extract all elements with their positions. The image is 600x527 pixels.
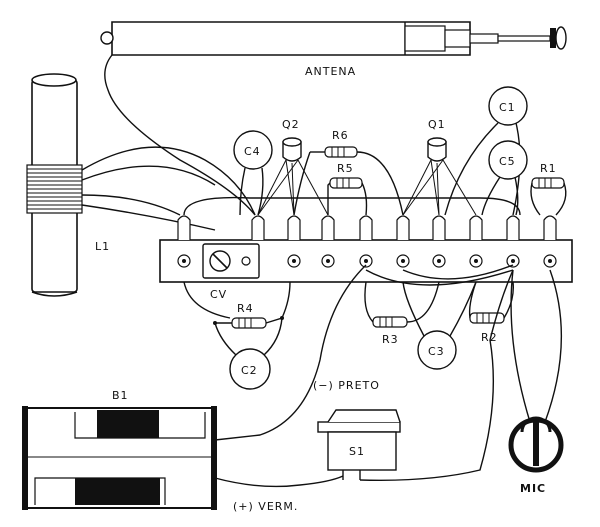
coil-l1 xyxy=(26,73,256,297)
label-c5: C5 xyxy=(499,155,516,168)
label-r5: R5 xyxy=(337,162,354,175)
capacitor-c5 xyxy=(481,140,528,216)
wire-negative xyxy=(214,264,367,441)
transistor-q1 xyxy=(402,137,477,216)
label-b1: B1 xyxy=(112,389,129,402)
capacitor-c4 xyxy=(233,130,273,216)
label-c3: C3 xyxy=(428,345,445,358)
bus-wire xyxy=(183,196,521,216)
label-r4: R4 xyxy=(237,302,254,315)
label-r2: R2 xyxy=(481,331,498,344)
resistor-r1 xyxy=(530,177,567,216)
transistor-q2 xyxy=(257,137,329,216)
label-c2: C2 xyxy=(241,364,258,377)
label-antena: ANTENA xyxy=(305,65,356,78)
label-preto: (−) PRETO xyxy=(313,379,380,392)
resistor-r2 xyxy=(468,281,514,324)
label-verm: (+) VERM. xyxy=(233,500,298,513)
label-cv: CV xyxy=(210,288,227,301)
resistor-r3 xyxy=(364,281,440,328)
microphone xyxy=(508,269,564,473)
label-q2: Q2 xyxy=(282,118,300,131)
switch-s1 xyxy=(317,269,514,481)
resistor-r6 xyxy=(293,146,404,216)
label-q1: Q1 xyxy=(428,118,446,131)
label-s1: S1 xyxy=(349,445,365,458)
resistor-r5 xyxy=(327,177,368,216)
resistor-r4 xyxy=(213,281,291,329)
label-l1: L1 xyxy=(95,240,110,253)
label-c1: C1 xyxy=(499,101,516,114)
label-mic: MIC xyxy=(520,482,546,495)
capacitor-c2 xyxy=(214,317,283,390)
label-r3: R3 xyxy=(382,333,399,346)
battery-holder-b1 xyxy=(22,406,217,510)
variable-capacitor-cv xyxy=(183,243,260,319)
label-r6: R6 xyxy=(332,129,349,142)
wire-positive xyxy=(214,475,344,488)
label-r1: R1 xyxy=(540,162,557,175)
antenna xyxy=(100,21,567,216)
label-c4: C4 xyxy=(244,145,261,158)
